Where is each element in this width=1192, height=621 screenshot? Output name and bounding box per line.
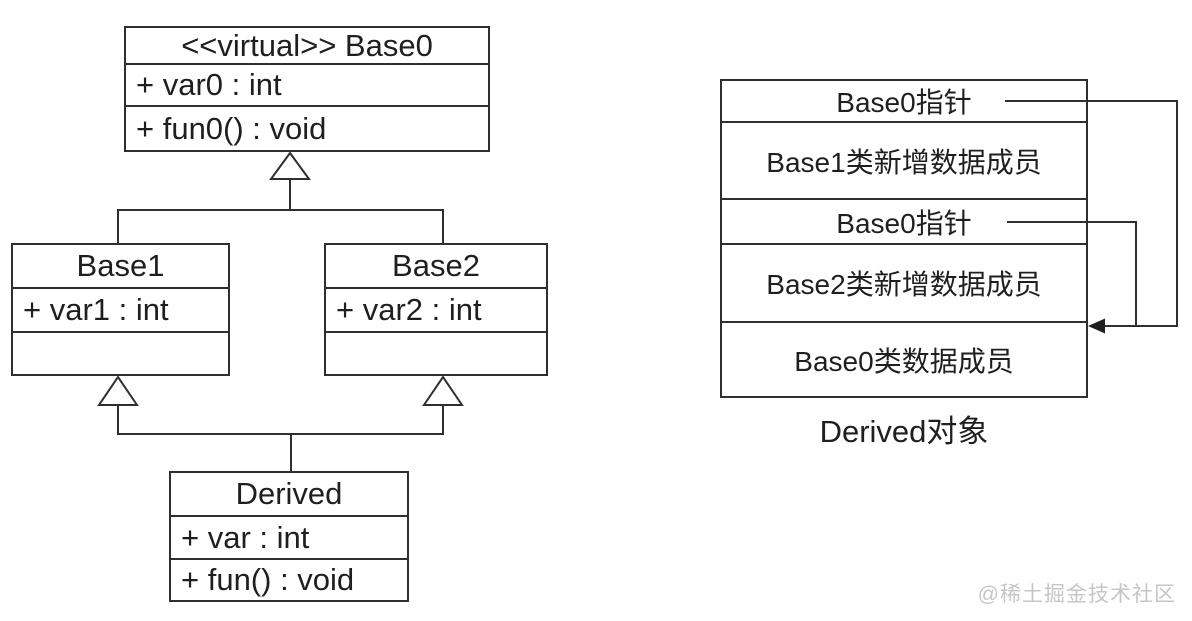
uml-class-base2-attr-var2: + var2 : int: [326, 289, 546, 333]
memory-row-base2-members: Base2类新增数据成员: [722, 243, 1086, 321]
inheritance-triangle-icon-base1: [97, 375, 139, 406]
inheritance-triangle-icon-base2: [422, 375, 464, 406]
memory-row-base0-members: Base0类数据成员: [722, 321, 1086, 396]
uml-class-base1-empty-compartment: [13, 333, 228, 374]
memory-row-base1-members: Base1类新增数据成员: [722, 121, 1086, 198]
uml-class-base2-empty-compartment: [326, 333, 546, 374]
inheritance-triangle-icon-base0: [269, 151, 311, 180]
uml-class-derived: Derived + var : int + fun() : void: [169, 471, 409, 602]
pointer-arrowhead-icon: [1088, 318, 1105, 334]
uml-class-base1: Base1 + var1 : int: [11, 243, 230, 376]
uml-class-derived-attr-var: + var : int: [171, 517, 407, 560]
uml-class-base0-method-fun0: + fun0() : void: [136, 110, 327, 146]
memory-row-base0-pointer-2: Base0指针: [722, 198, 1086, 243]
uml-class-base2: Base2 + var2 : int: [324, 243, 548, 376]
uml-class-base0-title: <<virtual>> Base0: [126, 28, 488, 65]
memory-row-base0-pointer-1: Base0指针: [836, 87, 972, 118]
uml-class-derived-method-fun: + fun() : void: [181, 562, 355, 597]
memory-layout-table: Base0指针 Base1类新增数据成员 Base0指针 Base2类新增数据成…: [720, 79, 1088, 398]
uml-class-base2-title: Base2: [326, 245, 546, 289]
uml-class-base0: <<virtual>> Base0 + var0 : int + fun0() …: [124, 26, 490, 152]
uml-class-base1-title: Base1: [13, 245, 228, 289]
connector-derived-merge-bar: [117, 405, 444, 435]
watermark-text: @稀土掘金技术社区: [977, 583, 1176, 606]
uml-class-base1-attr-var1: + var1 : int: [13, 289, 228, 333]
memory-layout-caption: Derived对象: [819, 414, 989, 449]
uml-class-derived-title: Derived: [171, 473, 407, 517]
connector-base0-split-bar: [117, 209, 444, 243]
uml-class-base0-attr-var0: + var0 : int: [126, 65, 488, 107]
